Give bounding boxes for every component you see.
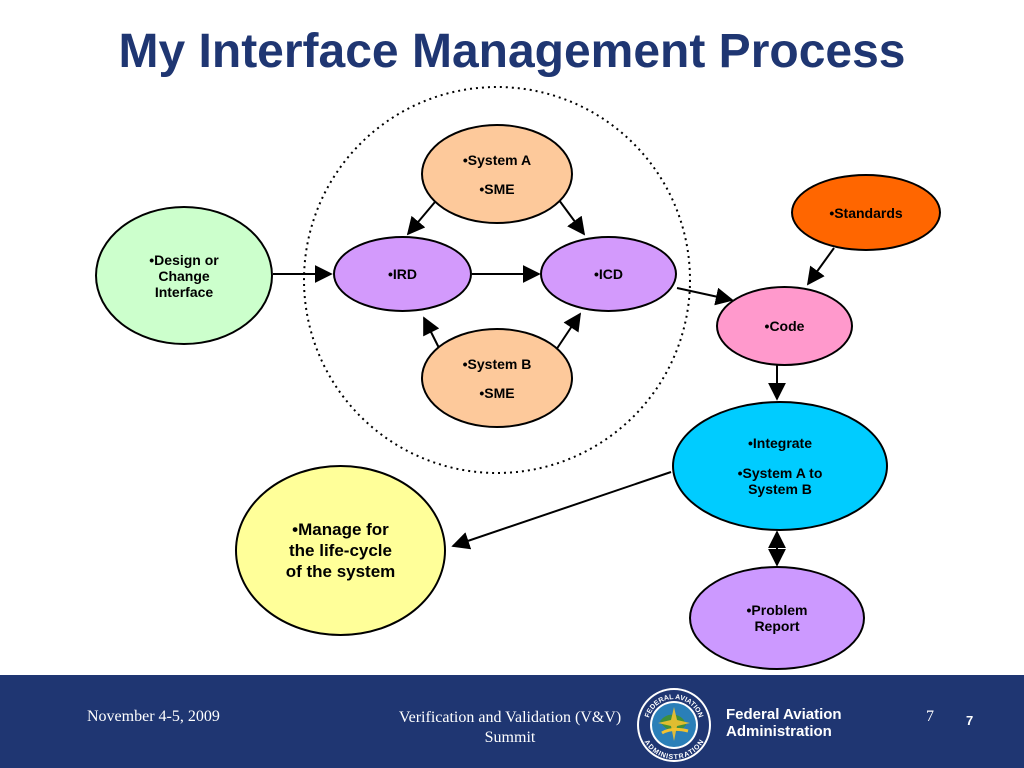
arrow-system-a-to-icd	[555, 195, 586, 236]
icd-node: •ICD	[540, 236, 677, 312]
page-number: 7	[926, 708, 934, 725]
faa-seal-icon: FEDERAL AVIATION ADMINISTRATION	[637, 688, 711, 762]
diagram-connectors	[273, 86, 835, 567]
footer-event-line1: Verification and Validation (V&V)	[398, 709, 622, 726]
standards-label: •Standards	[829, 204, 903, 221]
ird-node: •IRD	[333, 236, 472, 312]
arrow-integrate-to-manage	[451, 471, 672, 550]
page-number-bold: 7	[966, 713, 974, 728]
footer-event-line2: Summit	[484, 729, 536, 746]
arrow-standards-to-code	[806, 247, 835, 286]
manage-line3: of the system	[285, 562, 396, 581]
ird-label: •IRD	[387, 266, 417, 282]
footer-date: November 4-5, 2009	[87, 708, 220, 725]
integrate-line3: System B	[748, 481, 812, 497]
design-line3: Interface	[154, 283, 214, 300]
system-b-node: •System B •SME	[421, 328, 573, 428]
design-line2: Change	[158, 267, 210, 284]
code-label: •Code	[764, 318, 805, 334]
dotted-grouping-circle	[303, 86, 691, 474]
system-b-sme-label: •SME	[479, 384, 515, 401]
problem-report-node: •Problem Report	[689, 566, 865, 670]
system-a-label: •System A	[462, 151, 532, 168]
agency-line2: Administration	[726, 723, 832, 740]
agency-name: Federal Aviation Administration	[726, 706, 842, 740]
manage-line1: •Manage for	[292, 520, 389, 539]
footer-bar	[0, 675, 1024, 768]
agency-line1: Federal Aviation	[726, 706, 842, 723]
footer-event-title: Verification and Validation (V&V) Summit	[360, 708, 660, 748]
code-node: •Code	[716, 286, 853, 366]
icd-label: •ICD	[593, 266, 623, 282]
design-line1: •Design or	[149, 251, 219, 268]
arrow-system-b-to-ird	[423, 316, 441, 351]
slide-title: My Interface Management Process	[118, 25, 906, 78]
manage-line2: the life-cycle	[289, 541, 392, 560]
system-a-node: •System A •SME	[421, 124, 573, 224]
design-change-interface-node: •Design or Change Interface	[95, 206, 273, 345]
arrow-icd-to-code	[676, 287, 734, 306]
integrate-line1: •Integrate	[747, 435, 813, 451]
integrate-line2: •System A to	[737, 465, 823, 481]
standards-node: •Standards	[791, 174, 941, 251]
arrow-system-b-to-icd	[555, 312, 581, 351]
integrate-node: •Integrate •System A to System B	[672, 401, 888, 531]
system-a-sme-label: •SME	[479, 180, 515, 197]
problem-line2: Report	[754, 618, 800, 634]
problem-line1: •Problem	[746, 602, 808, 618]
system-b-label: •System B	[462, 355, 532, 372]
manage-lifecycle-node: •Manage for the life-cycle of the system	[235, 465, 446, 636]
